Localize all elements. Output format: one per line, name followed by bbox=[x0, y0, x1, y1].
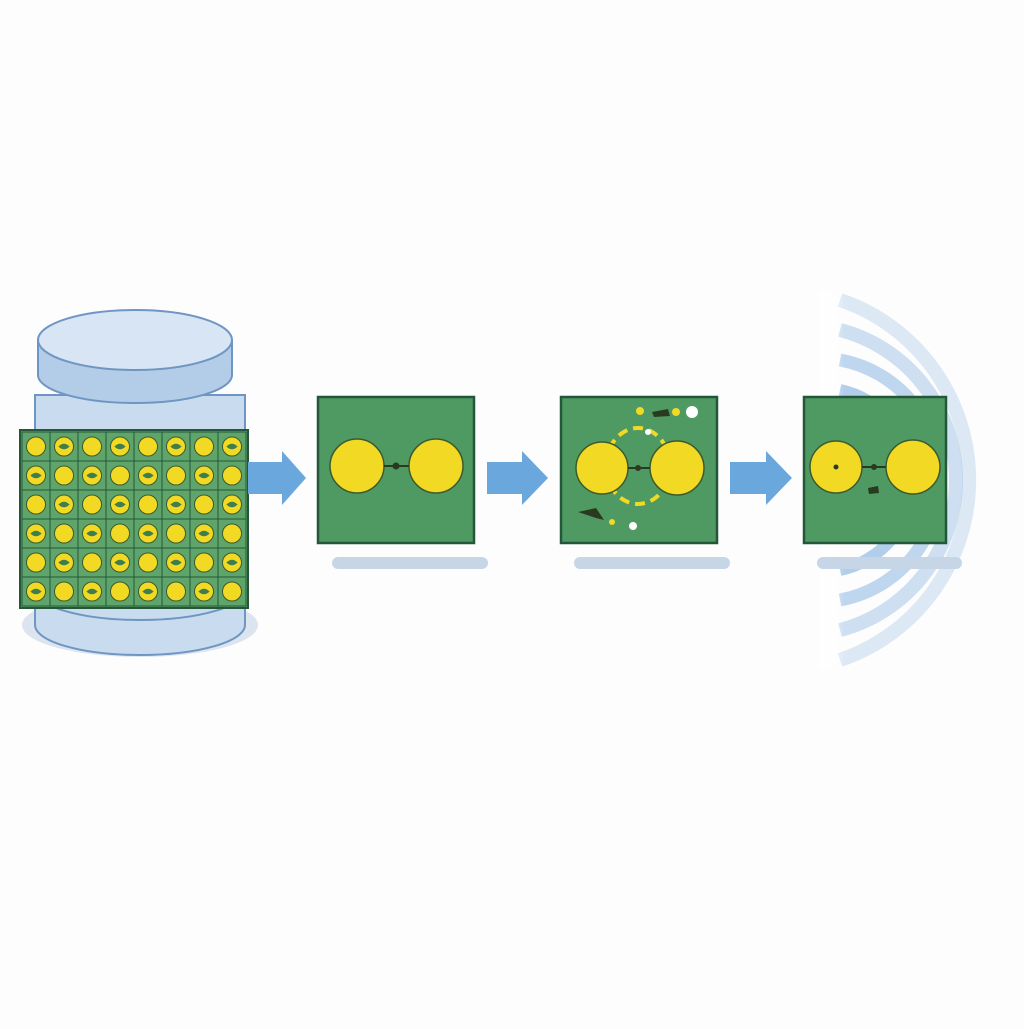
arrow-icon bbox=[248, 451, 306, 505]
two-circles-output-icon bbox=[809, 439, 941, 495]
grid-cell-mark bbox=[58, 559, 70, 566]
stage-3-panel bbox=[802, 395, 962, 569]
image-grid-cells bbox=[21, 431, 247, 607]
grid-cell-mark bbox=[170, 501, 182, 508]
grid-cell-mark bbox=[30, 472, 42, 479]
grid-cell-mark bbox=[142, 530, 154, 537]
stage-1-panel bbox=[316, 395, 488, 569]
grid-cell-mark bbox=[198, 588, 210, 595]
grid-cell-mark bbox=[198, 472, 210, 479]
grid-cell-circle bbox=[81, 436, 103, 457]
grid-cell-circle bbox=[53, 581, 75, 602]
grid-cell-mark bbox=[114, 443, 126, 450]
grid-cell-circle bbox=[53, 465, 75, 486]
grid-cell-mark bbox=[30, 588, 42, 595]
grid-cell-circle bbox=[193, 494, 215, 515]
stage-2-panel bbox=[559, 395, 730, 569]
grid-cell-circle bbox=[165, 465, 187, 486]
grid-cell-circle bbox=[165, 581, 187, 602]
grid-cell-mark bbox=[30, 530, 42, 537]
grid-cell-circle bbox=[221, 581, 243, 602]
two-circles-connected-icon bbox=[329, 438, 464, 494]
grid-cell-mark bbox=[58, 443, 70, 450]
grid-cell-mark bbox=[226, 501, 238, 508]
grid-cell-mark bbox=[170, 559, 182, 566]
grid-cell-mark bbox=[114, 559, 126, 566]
grid-cell-mark bbox=[86, 530, 98, 537]
grid-cell-circle bbox=[53, 523, 75, 544]
grid-cell-circle bbox=[137, 436, 159, 457]
grid-cell-circle bbox=[25, 436, 47, 457]
grid-cell-circle bbox=[25, 552, 47, 573]
arrow-icon bbox=[487, 451, 548, 505]
grid-cell-circle bbox=[81, 552, 103, 573]
grid-cell-circle bbox=[193, 436, 215, 457]
grid-cell-mark bbox=[142, 472, 154, 479]
grid-cell-circle bbox=[25, 494, 47, 515]
grid-cell-circle bbox=[109, 465, 131, 486]
grid-cell-circle bbox=[81, 494, 103, 515]
grid-cell-circle bbox=[137, 494, 159, 515]
grid-cell-circle bbox=[109, 523, 131, 544]
grid-cell-mark bbox=[58, 501, 70, 508]
grid-cell-circle bbox=[221, 465, 243, 486]
grid-cell-mark bbox=[142, 588, 154, 595]
image-grid-panel bbox=[19, 429, 249, 609]
grid-cell-mark bbox=[170, 443, 182, 450]
grid-cell-mark bbox=[86, 472, 98, 479]
grid-cell-mark bbox=[198, 530, 210, 537]
grid-cell-circle bbox=[221, 523, 243, 544]
grid-cell-circle bbox=[193, 552, 215, 573]
grid-cell-mark bbox=[114, 501, 126, 508]
grid-cell-mark bbox=[226, 559, 238, 566]
two-circles-with-particles-icon bbox=[575, 406, 705, 530]
grid-cell-circle bbox=[137, 552, 159, 573]
grid-cell-mark bbox=[226, 443, 238, 450]
arrow-icon bbox=[730, 451, 792, 505]
grid-cell-circle bbox=[165, 523, 187, 544]
grid-cell-mark bbox=[86, 588, 98, 595]
grid-cell-circle bbox=[109, 581, 131, 602]
